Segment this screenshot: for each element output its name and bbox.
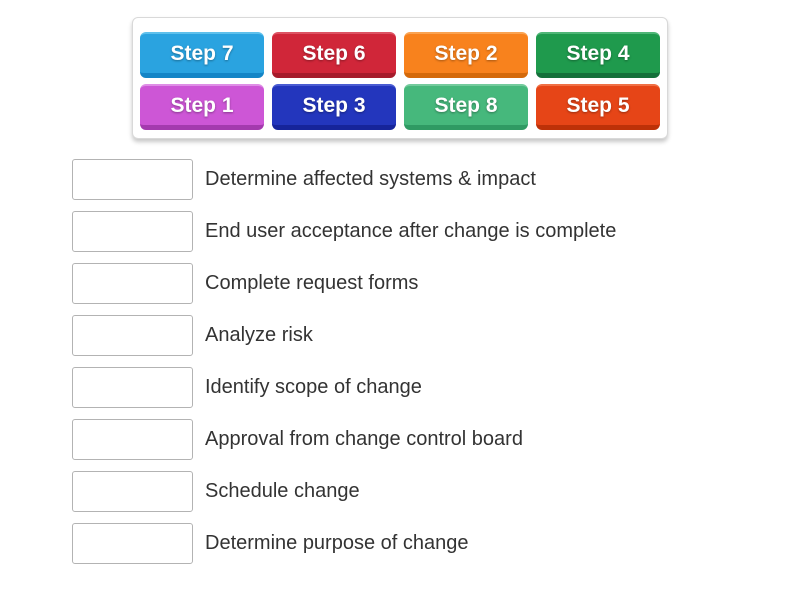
match-item-text: Determine affected systems & impact [205,168,536,190]
match-row: Determine purpose of change [72,523,616,564]
match-item-text: Determine purpose of change [205,532,469,554]
answer-drop-slot[interactable] [72,367,193,408]
match-row: Analyze risk [72,315,616,356]
step-tile-6[interactable]: Step 6 [272,32,396,78]
step-tile-8[interactable]: Step 8 [404,84,528,130]
step-tile-3[interactable]: Step 3 [272,84,396,130]
match-item-text: Complete request forms [205,272,419,294]
match-row: Determine affected systems & impact [72,159,616,200]
answer-drop-slot[interactable] [72,159,193,200]
match-item-text: Schedule change [205,480,360,502]
match-item-text: Approval from change control board [205,428,523,450]
match-item-text: Identify scope of change [205,376,422,398]
step-tile-2[interactable]: Step 2 [404,32,528,78]
answer-drop-slot[interactable] [72,523,193,564]
answer-drop-slot[interactable] [72,471,193,512]
answer-drop-slot[interactable] [72,419,193,460]
match-row: Complete request forms [72,263,616,304]
match-row: End user acceptance after change is comp… [72,211,616,252]
step-tile-1[interactable]: Step 1 [140,84,264,130]
answer-drop-slot[interactable] [72,211,193,252]
step-tile-tray: Step 7 Step 6 Step 2 Step 4 Step 1 Step … [132,17,668,139]
step-tile-5[interactable]: Step 5 [536,84,660,130]
match-item-text: End user acceptance after change is comp… [205,220,617,242]
match-row: Identify scope of change [72,367,616,408]
answer-drop-slot[interactable] [72,315,193,356]
step-tile-7[interactable]: Step 7 [140,32,264,78]
match-row: Approval from change control board [72,419,616,460]
match-row: Schedule change [72,471,616,512]
match-item-text: Analyze risk [205,324,313,346]
answer-drop-slot[interactable] [72,263,193,304]
step-tile-4[interactable]: Step 4 [536,32,660,78]
match-list: Determine affected systems & impact End … [72,159,616,575]
